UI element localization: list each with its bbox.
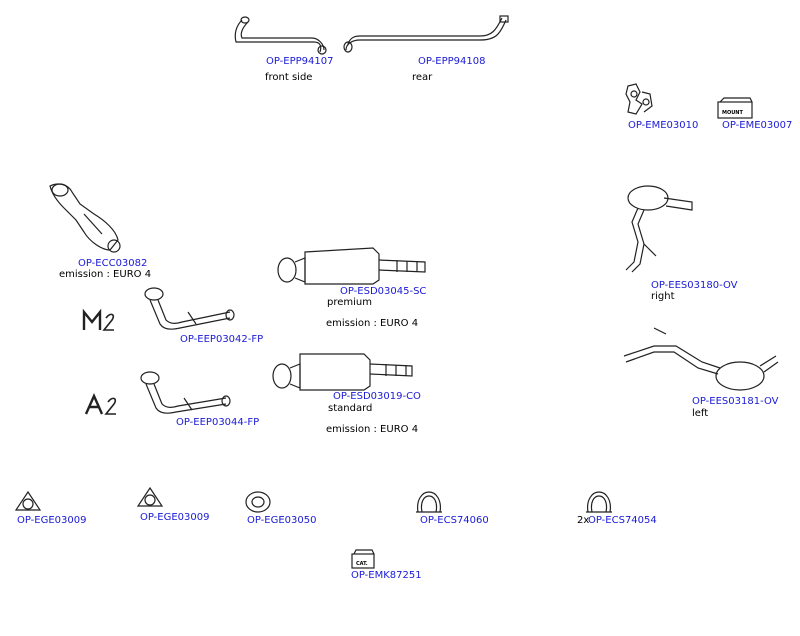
mounting-kit-label: CAT. <box>356 561 368 567</box>
gasket-triangle-drawing <box>14 490 42 511</box>
part-code-ees03181[interactable]: OP-EES03181-OV <box>692 396 779 407</box>
part-note-standard: standard <box>328 403 373 414</box>
part-note-esd03019-emission: emission : EURO 4 <box>326 424 419 435</box>
part-note-left: left <box>692 408 709 419</box>
center-silencer-standard-drawing <box>272 353 413 391</box>
part-code-esd03045[interactable]: OP-ESD03045-SC <box>340 286 427 297</box>
front-pipe-manual-drawing <box>144 287 235 330</box>
mount-kit-drawing <box>717 97 753 119</box>
center-silencer-premium-drawing <box>277 247 426 285</box>
part-code-ecs74060[interactable]: OP-ECS74060 <box>420 515 489 526</box>
part-code-esd03019[interactable]: OP-ESD03019-CO <box>333 391 421 402</box>
part-code-eep03044[interactable]: OP-EEP03044-FP <box>176 417 260 428</box>
part-code-ecs74054[interactable]: OP-ECS74054 <box>588 515 657 526</box>
part-code-eep03042[interactable]: OP-EEP03042-FP <box>180 334 264 345</box>
clamp-drawing <box>416 491 442 513</box>
part-code-eme03007[interactable]: OP-EME03007 <box>722 120 793 131</box>
quantity-label: 2x <box>577 515 590 526</box>
front-pipe-drawing <box>234 16 327 55</box>
part-note-front-side: front side <box>265 72 313 83</box>
automatic-transmission-icon <box>84 393 117 415</box>
rear-silencer-right-drawing <box>625 185 693 273</box>
front-pipe-automatic-drawing <box>140 371 231 414</box>
mount-kit-label: MOUNT <box>722 110 743 116</box>
part-note-right: right <box>651 291 675 302</box>
rear-silencer-left-drawing <box>623 327 779 391</box>
part-note-ecc03082-emission: emission : EURO 4 <box>59 269 152 280</box>
gasket-triangle-drawing-2 <box>136 486 164 507</box>
mounting-kit-box-drawing <box>351 549 375 569</box>
rubber-mount-drawing <box>625 83 653 115</box>
manual-transmission-icon <box>82 308 115 331</box>
part-code-emk87251[interactable]: OP-EMK87251 <box>351 570 422 581</box>
part-code-ecc03082[interactable]: OP-ECC03082 <box>78 258 148 269</box>
part-code-ege03009-a[interactable]: OP-EGE03009 <box>17 515 87 526</box>
clamp-drawing-2 <box>586 491 612 513</box>
part-code-eme03010[interactable]: OP-EME03010 <box>628 120 699 131</box>
part-code-ege03050[interactable]: OP-EGE03050 <box>247 515 317 526</box>
rear-pipe-drawing <box>343 15 509 53</box>
part-note-premium: premium <box>327 297 372 308</box>
part-code-ees03180[interactable]: OP-EES03180-OV <box>651 280 738 291</box>
part-code-epp94108[interactable]: OP-EPP94108 <box>418 56 486 67</box>
catalytic-converter-drawing <box>49 183 121 253</box>
part-code-epp94107[interactable]: OP-EPP94107 <box>266 56 334 67</box>
part-code-ege03009-b[interactable]: OP-EGE03009 <box>140 512 210 523</box>
part-note-esd03045-emission: emission : EURO 4 <box>326 318 419 329</box>
gasket-ring-drawing <box>245 491 271 513</box>
part-note-rear: rear <box>412 72 433 83</box>
